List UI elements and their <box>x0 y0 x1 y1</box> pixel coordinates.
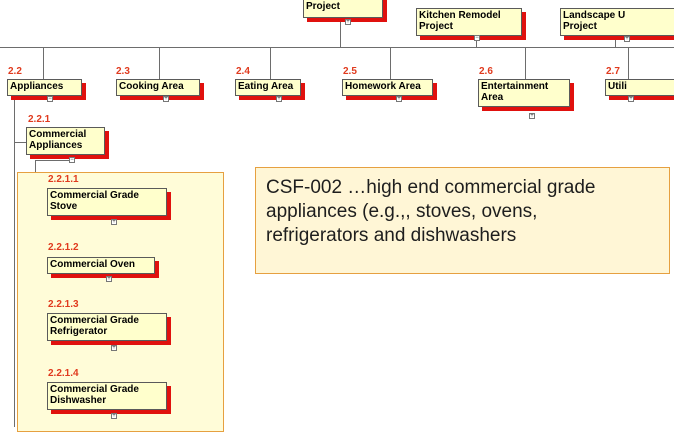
csf-callout: CSF-002 …high end commercial grade appli… <box>255 167 670 274</box>
node-entertainment-area[interactable]: Entertainment Area <box>478 79 570 107</box>
node-homework-area[interactable]: Homework Area <box>342 79 433 96</box>
appliances-branch <box>14 142 27 143</box>
node-kitchen-remodel-project[interactable]: Kitchen Remodel Project <box>416 8 522 36</box>
area-drop-2-2 <box>43 47 44 79</box>
node-commercial-grade-refrigerator[interactable]: Commercial Grade Refrigerator <box>47 313 167 341</box>
node-number-2-2-1-3: 2.2.1.3 <box>48 299 79 310</box>
expand-icon[interactable]: + <box>396 96 402 102</box>
area-drop-2-7 <box>628 47 629 79</box>
node-number-2-2-1-2: 2.2.1.2 <box>48 242 79 253</box>
expand-icon[interactable]: + <box>345 19 351 25</box>
node-number-2-7: 2.7 <box>606 66 620 77</box>
collapse-icon[interactable]: − <box>474 35 480 41</box>
expand-icon[interactable]: + <box>624 36 630 42</box>
expand-icon[interactable]: + <box>111 345 117 351</box>
area-drop-2-3 <box>159 47 160 79</box>
node-number-2-3: 2.3 <box>116 66 130 77</box>
expand-icon[interactable]: + <box>163 96 169 102</box>
node-commercial-grade-stove[interactable]: Commercial Grade Stove <box>47 188 167 216</box>
node-utility-area[interactable]: Utili <box>605 79 674 96</box>
node-number-2-2-1: 2.2.1 <box>28 114 51 125</box>
expand-icon[interactable]: + <box>276 96 282 102</box>
top-connector-right <box>615 40 616 48</box>
node-landscape-project[interactable]: Landscape U Project <box>560 8 674 36</box>
expand-icon[interactable]: + <box>111 219 117 225</box>
area-horizontal-connector <box>0 47 674 48</box>
expand-icon[interactable]: + <box>111 413 117 419</box>
area-drop-2-6 <box>525 47 526 79</box>
node-appliances[interactable]: Appliances <box>7 79 82 96</box>
node-cooking-area[interactable]: Cooking Area <box>116 79 200 96</box>
expand-icon[interactable]: + <box>628 96 634 102</box>
area-drop-2-4 <box>270 47 271 79</box>
expand-icon[interactable]: + <box>529 113 535 119</box>
top-connector-left <box>340 21 341 47</box>
node-number-2-2: 2.2 <box>8 66 22 77</box>
node-eating-area[interactable]: Eating Area <box>235 79 301 96</box>
expand-icon[interactable]: + <box>106 276 112 282</box>
area-drop-2-5 <box>390 47 391 79</box>
node-number-2-2-1-4: 2.2.1.4 <box>48 368 79 379</box>
top-connector-mid <box>476 40 477 48</box>
appliances-trunk <box>14 98 15 427</box>
node-number-2-5: 2.5 <box>343 66 357 77</box>
node-number-2-6: 2.6 <box>479 66 493 77</box>
node-commercial-oven[interactable]: Commercial Oven <box>47 257 155 274</box>
collapse-icon[interactable]: − <box>69 157 75 163</box>
collapse-icon[interactable]: − <box>47 96 53 102</box>
node-project[interactable]: Project <box>303 0 383 18</box>
commercial-stem <box>35 160 71 161</box>
node-number-2-4: 2.4 <box>236 66 250 77</box>
node-commercial-appliances[interactable]: Commercial Appliances <box>26 127 105 155</box>
node-number-2-2-1-1: 2.2.1.1 <box>48 174 79 185</box>
node-commercial-grade-dishwasher[interactable]: Commercial Grade Dishwasher <box>47 382 167 410</box>
